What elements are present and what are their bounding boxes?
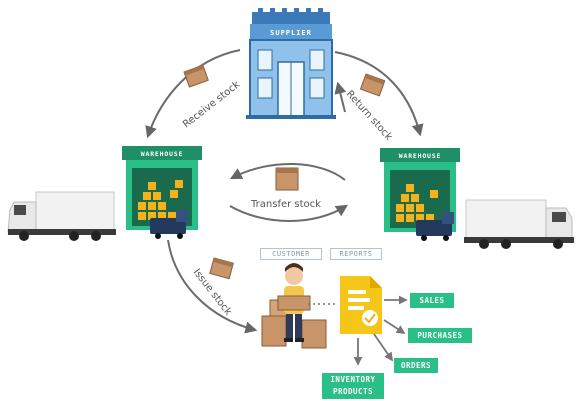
- issue-stock-arrow: [167, 239, 258, 334]
- customer-tag: CUSTOMER: [260, 248, 322, 260]
- orders-tag: ORDERS: [394, 358, 438, 373]
- sales-tag: SALES: [410, 293, 454, 308]
- box-icon-transfer: [275, 167, 299, 191]
- customer-figure: [261, 263, 327, 349]
- truck-right-icon: [464, 199, 574, 249]
- purchases-tag: PURCHASES: [408, 328, 472, 343]
- box-icon-issue: [209, 257, 234, 280]
- arrow-to-purchases: [383, 319, 406, 334]
- warehouse-left: [122, 146, 202, 239]
- return-stock-label: Return stock: [344, 89, 394, 143]
- warehouse-right-label: WAREHOUSE: [399, 152, 441, 160]
- inventory-tag-line2: PRODUCTS: [332, 387, 374, 396]
- supplier-label: SUPPLIER: [270, 29, 312, 37]
- report-document-icon: [340, 276, 382, 334]
- return-stock-arrow: [334, 51, 424, 137]
- inventory-tag-line1: INVENTORY: [330, 375, 376, 384]
- transfer-stock-arrow-bottom: [229, 204, 349, 222]
- transfer-stock-arrow-top: [229, 163, 346, 181]
- inventory-products-tag: INVENTORY PRODUCTS: [322, 373, 384, 399]
- return-stock-arrow-up: [334, 81, 347, 113]
- transfer-stock-label: Transfer stock: [250, 199, 321, 210]
- reports-tag: REPORTS: [330, 248, 382, 260]
- warehouse-right: [380, 148, 460, 241]
- arrow-to-orders: [373, 333, 394, 362]
- truck-left-icon: [7, 191, 116, 241]
- receive-stock-arrow: [145, 49, 241, 139]
- warehouse-left-label: WAREHOUSE: [141, 150, 183, 158]
- supplier-building: [246, 8, 336, 119]
- box-icon-return: [359, 73, 386, 97]
- box-icon-receive: [183, 64, 209, 88]
